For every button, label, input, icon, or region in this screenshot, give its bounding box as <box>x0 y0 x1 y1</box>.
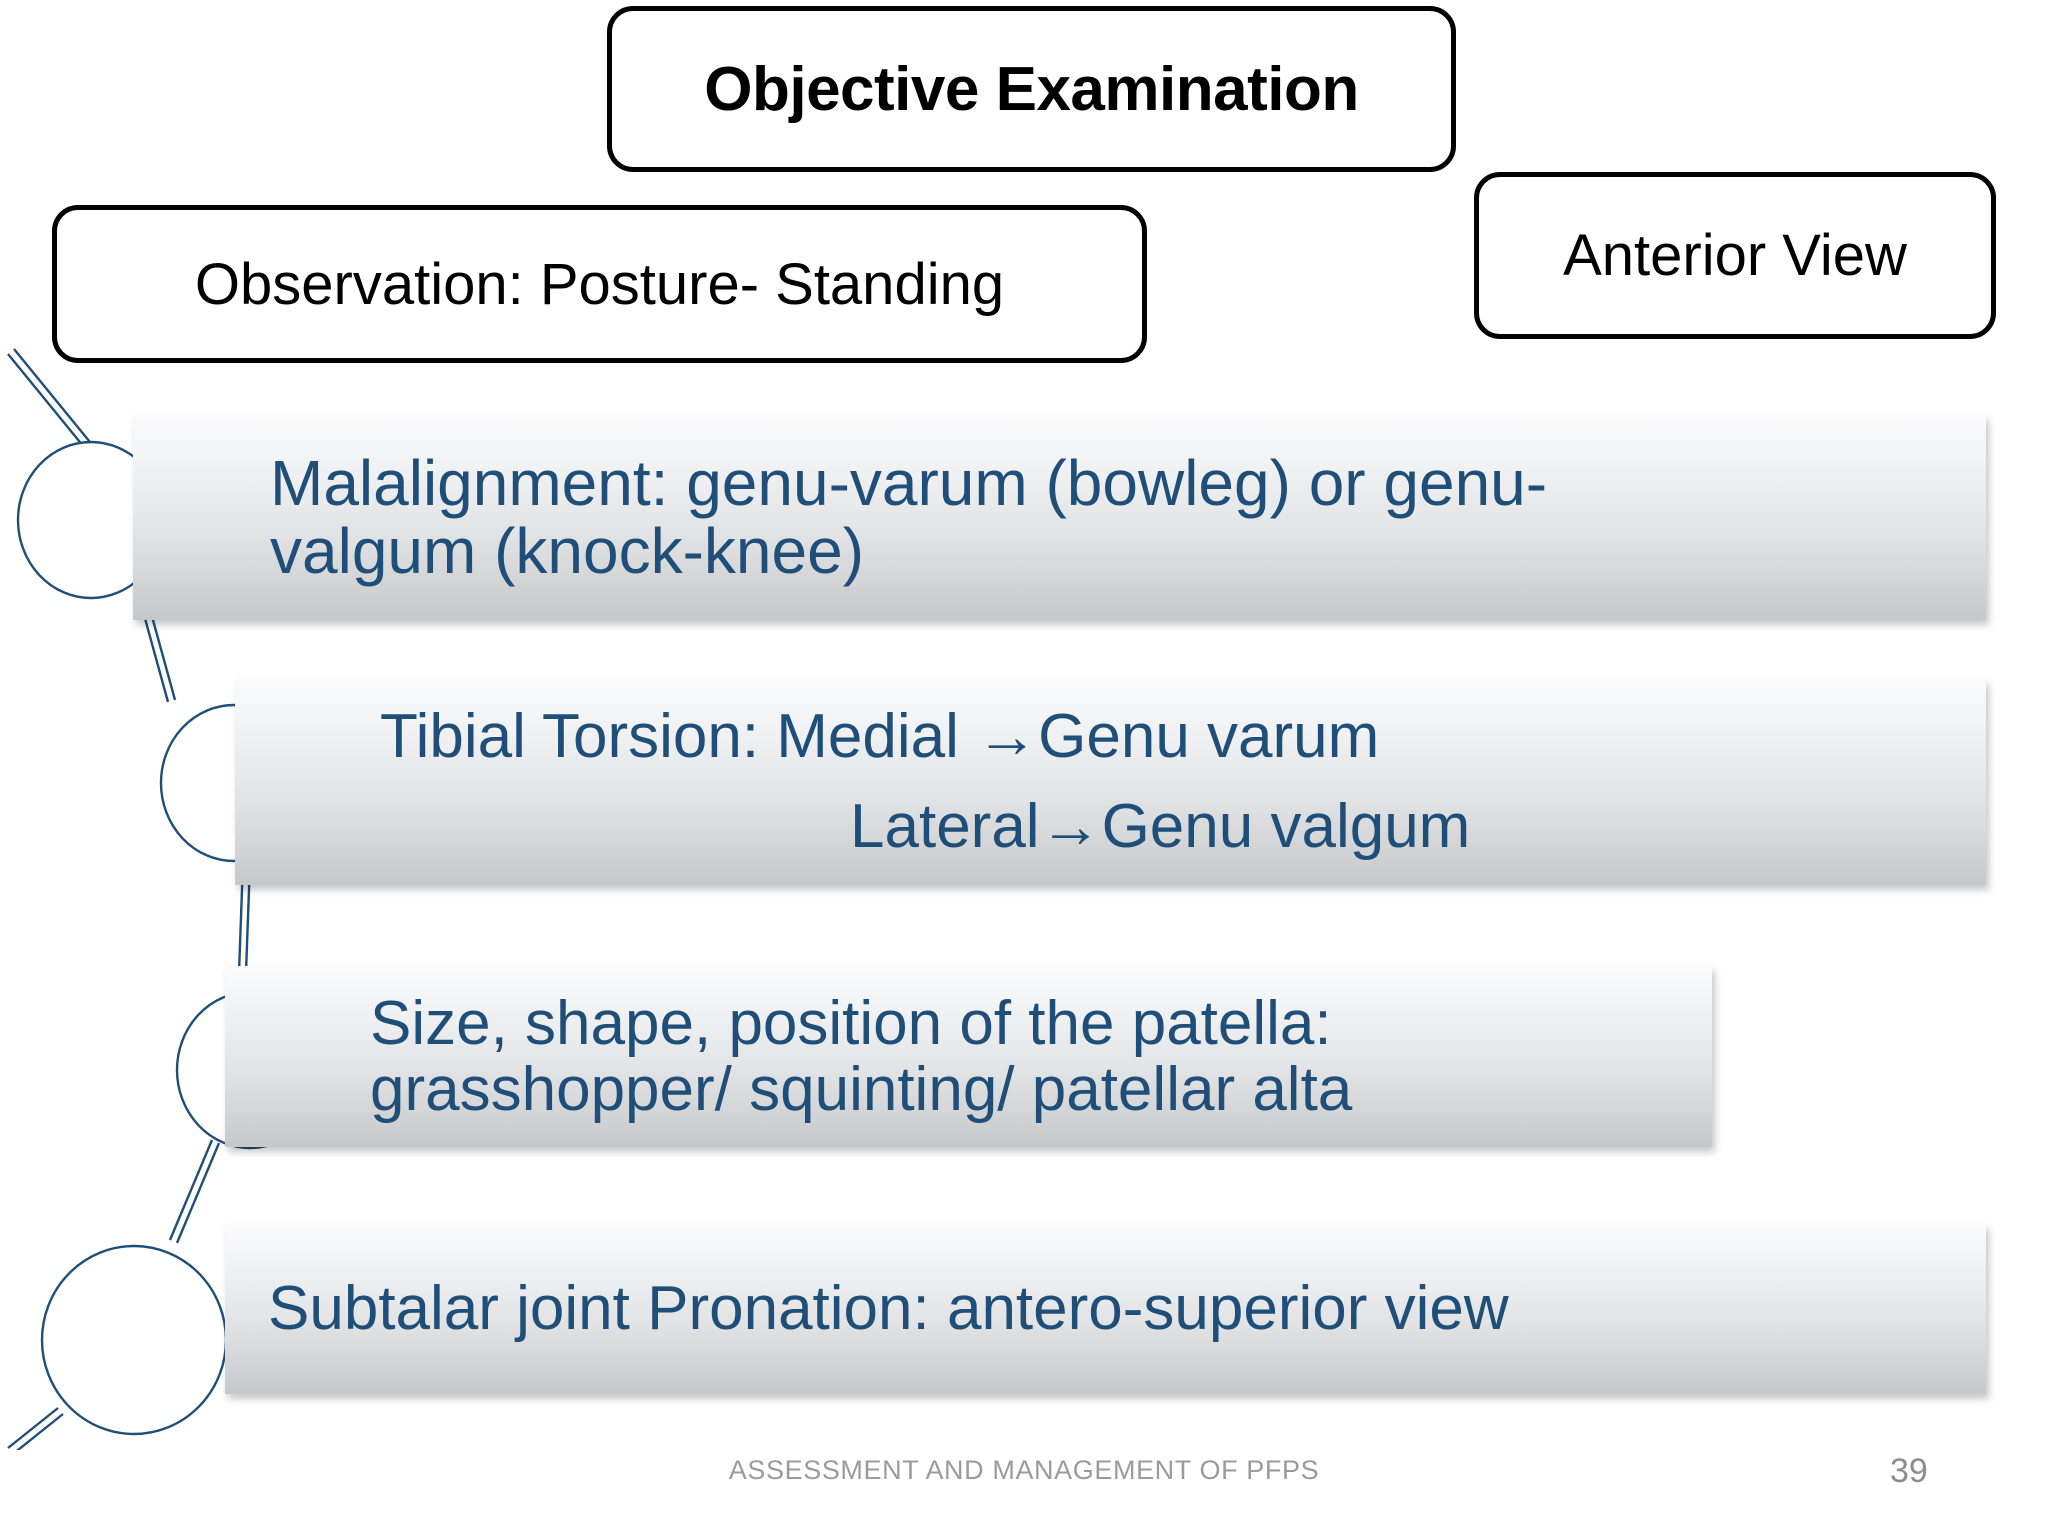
content-bar-malalignment: Malalignment: genu-varum (bowleg) or gen… <box>133 415 1986 620</box>
content-bar-patella: Size, shape, position of the patella: gr… <box>225 966 1712 1147</box>
slide-title-box: Objective Examination <box>607 6 1456 172</box>
observation-label-box: Observation: Posture- Standing <box>52 205 1147 363</box>
bar-line: Size, shape, position of the patella: <box>370 988 1332 1058</box>
observation-label-text: Observation: Posture- Standing <box>194 251 1005 317</box>
slide-page-number: 39 <box>1890 1452 1928 1490</box>
bar-line: Lateral→Genu valgum <box>850 792 1471 861</box>
slide-footer-text: ASSESSMENT AND MANAGEMENT OF PFPS <box>728 1455 1320 1485</box>
anterior-view-label-text: Anterior View <box>1563 223 1907 288</box>
bar-line: grasshopper/ squinting/ patellar alta <box>370 1054 1353 1124</box>
bar-line: Subtalar joint Pronation: antero-superio… <box>268 1274 1509 1344</box>
bar-line: valgum (knock-knee) <box>270 514 864 587</box>
slide-title-text: Objective Examination <box>704 54 1359 124</box>
content-bar-tibial-torsion: Tibial Torsion: Medial →Genu varum Later… <box>235 679 1986 885</box>
content-bar-subtalar-pronation: Subtalar joint Pronation: antero-superio… <box>225 1224 1986 1394</box>
bar-line: Tibial Torsion: Medial →Genu varum <box>380 702 1380 772</box>
bar-line: Malalignment: genu-varum (bowleg) or gen… <box>270 446 1548 519</box>
anterior-view-label-box: Anterior View <box>1474 172 1996 339</box>
